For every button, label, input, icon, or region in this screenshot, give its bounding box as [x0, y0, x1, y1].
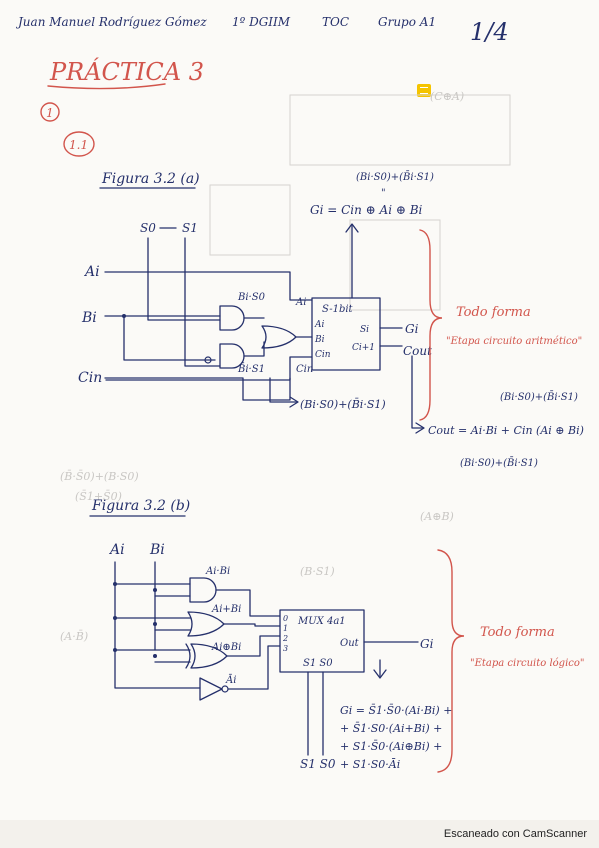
input-bi: Bi: [81, 310, 97, 326]
exp-top-equiv: ": [381, 188, 386, 199]
gate-label-or: Ai+Bi: [211, 604, 241, 615]
gate-label-and: Ai·Bi: [205, 566, 230, 577]
ai-wire-label: Ai: [295, 297, 306, 308]
output-gi-b: Gi: [420, 637, 434, 651]
gate-label-bis0: Bi·S0: [237, 292, 266, 303]
exp-cout-bottom: (Bi·S0)+(B̄i·S1): [460, 457, 538, 469]
title-underline: [47, 83, 166, 90]
note-b-title: Todo forma: [480, 625, 555, 640]
comment-note-icon[interactable]: [417, 84, 431, 97]
mux-title: MUX 4a1: [297, 616, 346, 627]
mux-block: [279, 609, 365, 673]
adder-block: [311, 297, 381, 371]
group: Grupo A1: [378, 15, 436, 29]
author-name: Juan Manuel Rodríguez Gómez: [15, 15, 207, 29]
mux-sel-label: S1 S0: [303, 658, 333, 669]
brace-b: [437, 549, 465, 773]
adder-in-bi: Bi: [314, 335, 325, 345]
select-labels-b: S1 S0: [300, 757, 336, 771]
eq-line-1: Gi = S̄1·S̄0·(Ai·Bi) +: [340, 704, 452, 717]
subsection-circle: [63, 131, 95, 157]
gate-label-bis1: B̄i·S1: [237, 363, 265, 375]
select-s0: S0: [140, 221, 156, 235]
brace-a: [419, 229, 443, 421]
figure-b-caption: Figura 3.2 (b): [91, 498, 190, 514]
gate-label-not: Āi: [225, 674, 236, 686]
eq-line-3: + S1·S̄0·(Ai⊕Bi) +: [340, 740, 442, 753]
input-cin: Cin: [78, 370, 102, 386]
scanned-page: [0, 0, 599, 820]
figure-a-wires: [104, 237, 313, 401]
course: 1º DGIIM: [232, 15, 291, 29]
subject: TOC: [322, 15, 349, 29]
gate-label-xor: Ai⊕Bi: [211, 642, 241, 653]
figure-b-wires: [113, 561, 419, 756]
svg-text:(B̄·S̄0)+(B·S0): (B̄·S̄0)+(B·S0): [60, 470, 139, 483]
mux-in-0: 0: [283, 614, 288, 623]
section-number: 1: [46, 106, 54, 120]
mux-out-label: Out: [340, 638, 360, 649]
cin-wire-label: Cin: [296, 364, 313, 375]
mux-in-2: 2: [282, 634, 288, 643]
page-number: 1/4: [470, 18, 509, 46]
adder-out-si: Si: [360, 325, 369, 335]
output-cout: Cout: [403, 344, 432, 358]
input-ai-b: Ai: [108, 542, 125, 558]
svg-text:(S̄1+S̄0): (S̄1+S̄0): [75, 490, 122, 503]
mux-in-1: 1: [283, 624, 288, 633]
scanner-watermark: Escaneado con CamScanner: [443, 828, 587, 840]
input-bi-b: Bi: [149, 542, 165, 558]
input-ai: Ai: [83, 264, 100, 280]
figure-a-caption: Figura 3.2 (a): [101, 171, 200, 187]
handwritten-notes: (C⊕A) (B̄·S̄0)+(B·S0) (S̄1+S̄0) (B·S1) (…: [15, 15, 585, 773]
adder-in-ai: Ai: [314, 320, 324, 330]
adder-out-ci1: Ci+1: [352, 343, 375, 353]
section-circle: [40, 102, 60, 122]
mux-in-3: 3: [283, 644, 288, 653]
subsection-number: 1.1: [69, 138, 88, 152]
select-s1: S1: [182, 221, 198, 235]
svg-text:(A⊕B): (A⊕B): [420, 510, 454, 523]
bleed-through: (C⊕A) (B̄·S̄0)+(B·S0) (S̄1+S̄0) (B·S1) (…: [60, 90, 511, 643]
exp-right-top: (Bi·S0)+(B̄i·S1): [500, 391, 578, 403]
exp-cout: Cout = Ai·Bi + Cin (Ai ⊕ Bi): [428, 424, 584, 437]
eq-line-4: + S1·S0·Āi: [340, 758, 400, 771]
exp-bottom-mid: (Bi·S0)+(B̄i·S1): [300, 398, 386, 411]
note-b-text: "Etapa circuito lógico": [470, 658, 585, 669]
note-a-text: "Etapa circuito aritmético": [446, 336, 582, 347]
exp-top: (Bi·S0)+(B̄i·S1): [356, 171, 434, 183]
note-a-title: Todo forma: [456, 305, 531, 320]
adder-in-cin: Cin: [315, 350, 331, 360]
svg-text:(C⊕A): (C⊕A): [430, 90, 464, 103]
output-gi: Gi: [405, 322, 419, 336]
eq-line-2: + S̄1·S0·(Ai+Bi) +: [340, 722, 442, 735]
page-title: PRÁCTICA 3: [49, 57, 204, 86]
adder-title: S-1bit: [322, 304, 354, 315]
svg-text:(A·B̄): (A·B̄): [60, 630, 88, 643]
exp-gi: Gi = Cin ⊕ Ai ⊕ Bi: [310, 203, 423, 217]
svg-text:(B·S1): (B·S1): [300, 565, 335, 578]
